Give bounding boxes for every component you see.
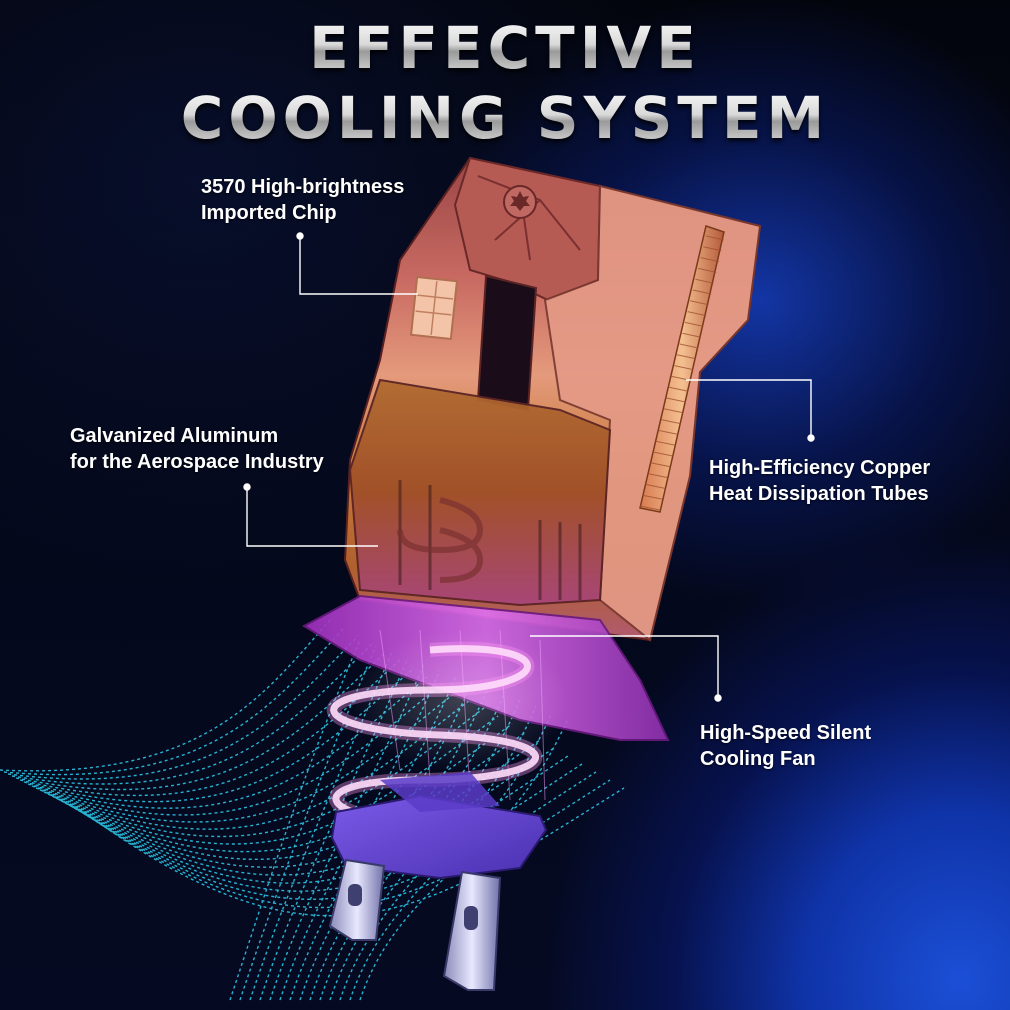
- title-line-2: COOLING SYSTEM: [0, 84, 1010, 152]
- bulb-base: [330, 772, 548, 880]
- airflow-streak: [279, 669, 441, 1001]
- callout-copper: High-Efficiency Copper Heat Dissipation …: [709, 455, 930, 507]
- heat-sink-body: [343, 156, 762, 642]
- tube-rib: [697, 267, 717, 273]
- callout-fan: High-Speed Silent Cooling Fan: [700, 720, 871, 772]
- tube-rib: [690, 300, 709, 306]
- tube-rib: [679, 343, 699, 349]
- led-chip-icon: [409, 275, 459, 341]
- airflow-streak: [11, 643, 373, 785]
- tube-rib: [653, 451, 673, 457]
- airflow-streak: [23, 667, 415, 803]
- tube-rib: [687, 311, 707, 317]
- aluminum-leader-line: [246, 487, 378, 547]
- tube-rib: [663, 408, 684, 414]
- chip-leader-line: [299, 236, 418, 295]
- connector-pin-left: [328, 858, 386, 941]
- airflow-streak: [35, 691, 457, 823]
- tube-rib: [661, 419, 681, 425]
- airflow-streak: [19, 659, 401, 797]
- tube-rib: [658, 429, 679, 435]
- tube-rib: [668, 386, 689, 392]
- tube-rib: [676, 354, 696, 360]
- tube-rib: [642, 494, 663, 500]
- callout-leaders: [243, 232, 815, 702]
- callout-aluminum-line1: Galvanized Aluminum: [70, 425, 279, 447]
- tube-rib: [703, 246, 722, 252]
- callout-chip: 3570 High-brightness Imported Chip: [201, 174, 404, 226]
- tube-rib: [705, 235, 725, 241]
- callout-copper-line1: High-Efficiency Copper: [709, 457, 931, 479]
- callout-fan-line2: Cooling Fan: [700, 748, 816, 770]
- tube-rib: [695, 278, 714, 284]
- airflow-streak: [299, 681, 473, 1001]
- tube-rib: [684, 321, 704, 327]
- tube-rib: [674, 365, 694, 371]
- callout-copper-line2: Heat Dissipation Tubes: [709, 483, 929, 505]
- fan-leader-dot: [714, 694, 722, 702]
- tube-rib: [639, 505, 661, 511]
- airflow-streak: [15, 651, 387, 791]
- callout-fan-line1: High-Speed Silent: [700, 722, 872, 744]
- tube-rib: [655, 440, 676, 446]
- copper-heat-tube: [639, 225, 725, 513]
- tube-rib: [682, 332, 702, 338]
- torx-screw-icon: [503, 185, 537, 219]
- airflow-streak: [239, 645, 377, 1001]
- copper-leader-dot: [807, 434, 815, 442]
- airflow-streak: [229, 639, 361, 1001]
- callout-aluminum-line2: for the Aerospace Industry: [70, 451, 324, 473]
- tube-rib: [700, 257, 719, 263]
- tube-rib: [645, 483, 666, 489]
- connector-pin-right: [442, 870, 502, 991]
- chip-leader-dot: [296, 232, 304, 240]
- airflow-streak: [0, 619, 331, 772]
- tube-rib: [692, 289, 712, 295]
- tube-rib: [647, 473, 668, 479]
- airflow-streak: [3, 627, 345, 776]
- airflow-streak: [47, 715, 499, 845]
- tube-rib: [666, 397, 686, 403]
- callout-aluminum: Galvanized Aluminum for the Aerospace In…: [70, 423, 324, 475]
- callout-chip-line1: 3570 High-brightness: [201, 176, 405, 198]
- title-line-1: EFFECTIVE: [0, 14, 1010, 82]
- copper-leader-line: [686, 379, 812, 438]
- airflow-streak: [7, 635, 359, 780]
- fan-leader-line: [530, 635, 719, 698]
- tube-rib: [650, 462, 671, 468]
- airflow-streak: [59, 739, 541, 868]
- aluminum-leader-dot: [243, 483, 251, 491]
- airflow-streak: [249, 651, 393, 1001]
- callout-chip-line2: Imported Chip: [201, 202, 337, 224]
